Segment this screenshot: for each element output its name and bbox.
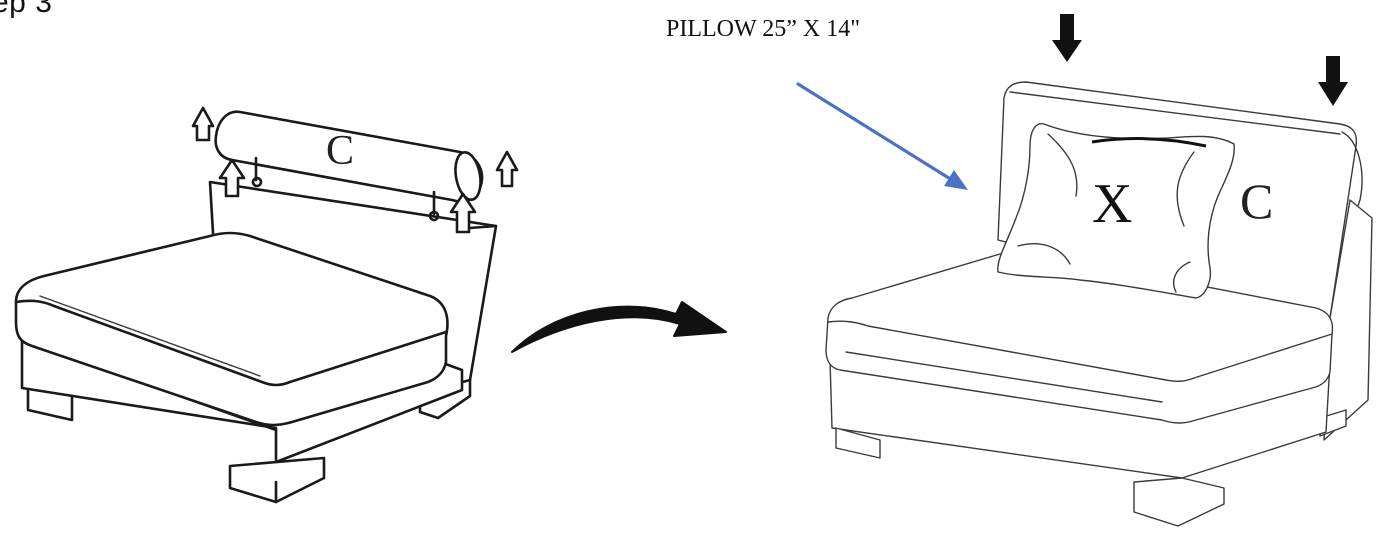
back-letter-c: C xyxy=(1240,173,1273,229)
curved-arrow-right-icon xyxy=(511,301,727,353)
right-chair: X C xyxy=(825,14,1373,527)
lift-arrow-icon xyxy=(218,158,246,198)
throw-pillow xyxy=(997,123,1235,299)
press-arrow-icon xyxy=(1318,56,1348,106)
pillow-letter-x: X xyxy=(1092,173,1132,235)
lift-arrow-icon xyxy=(449,192,477,234)
lift-arrow-icon xyxy=(191,106,215,142)
left-bolster-pillow xyxy=(214,110,484,203)
left-seat-cushion xyxy=(14,231,449,427)
pillow-size-label: PILLOW 25” X 14" xyxy=(666,16,860,42)
press-arrow-icon xyxy=(1052,14,1082,62)
left-front-leg xyxy=(228,456,326,504)
right-front-leg xyxy=(1133,477,1225,527)
pointer-arrow-icon xyxy=(796,82,968,190)
left-chair: C xyxy=(14,106,519,504)
right-seat-cushion xyxy=(825,250,1334,424)
lift-arrow-icon xyxy=(495,150,519,188)
step-label: ep 3 xyxy=(0,0,53,19)
right-back-leg xyxy=(835,427,881,459)
bolster-letter-c: C xyxy=(326,128,354,174)
